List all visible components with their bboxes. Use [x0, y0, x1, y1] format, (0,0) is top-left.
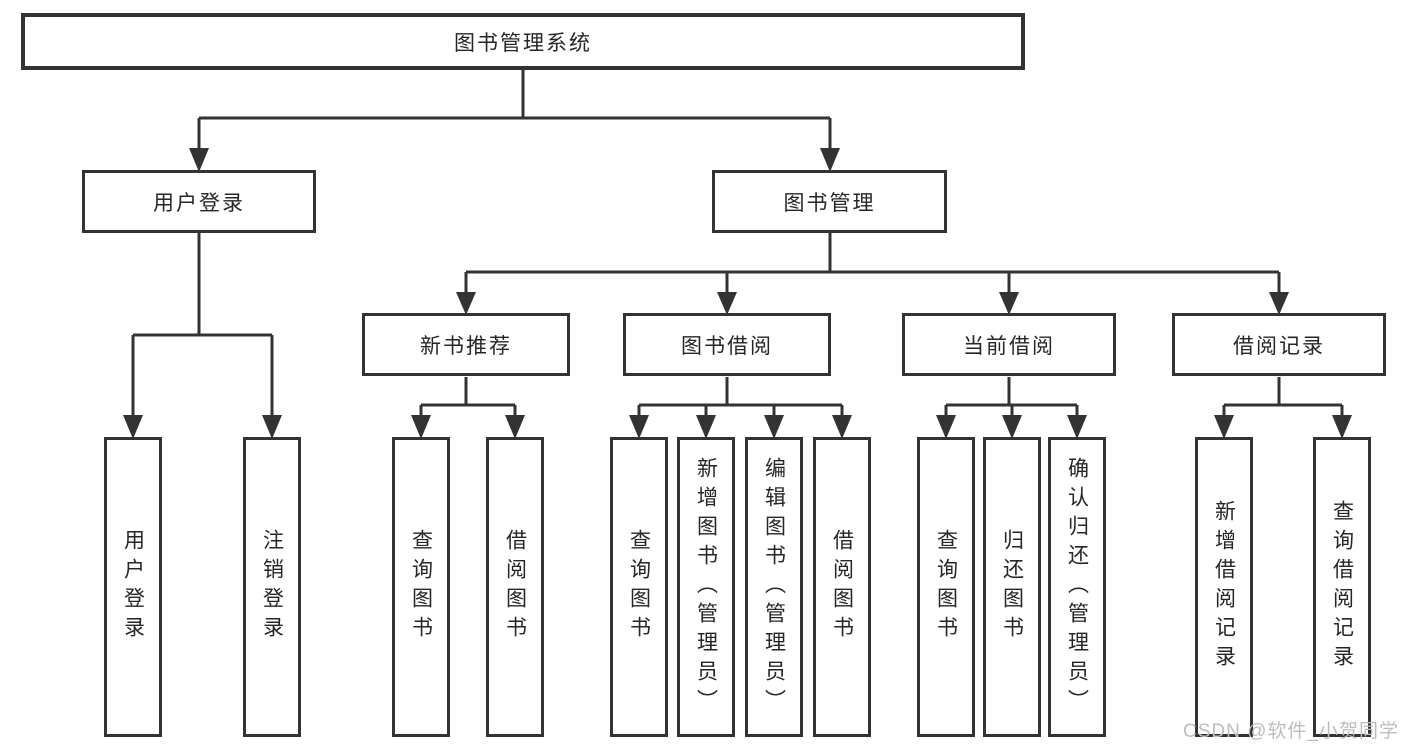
node-book-management: 图书管理 [712, 170, 947, 233]
leaf-add-borrow-record: 新增借阅记录 [1195, 437, 1253, 737]
leaf-query-books-recommend: 查询图书 [392, 437, 450, 737]
node-root-label: 图书管理系统 [454, 31, 592, 55]
node-book-borrowing: 图书借阅 [623, 313, 831, 376]
node-new-book-recommend: 新书推荐 [362, 313, 570, 376]
leaf-query-books-current-label: 查询图书 [934, 529, 958, 645]
leaf-logout-label: 注销登录 [260, 529, 284, 645]
leaf-borrow-books-recommend-label: 借阅图书 [503, 529, 527, 645]
leaf-confirm-return-admin-label: 确认归还（管理员） [1065, 456, 1089, 718]
node-current-borrowing-label: 当前借阅 [963, 334, 1055, 358]
node-user-login: 用户登录 [82, 170, 316, 233]
leaf-edit-books-admin-label: 编辑图书（管理员） [762, 456, 786, 718]
node-book-borrowing-label: 图书借阅 [681, 334, 773, 358]
leaf-query-books-borrowing-label: 查询图书 [627, 529, 651, 645]
leaf-borrow-books-borrowing-label: 借阅图书 [830, 529, 854, 645]
leaf-query-books-current: 查询图书 [917, 437, 975, 737]
leaf-add-borrow-record-label: 新增借阅记录 [1212, 500, 1236, 674]
node-user-login-label: 用户登录 [153, 191, 245, 215]
node-new-book-recommend-label: 新书推荐 [420, 334, 512, 358]
node-book-management-label: 图书管理 [783, 191, 876, 215]
leaf-add-books-admin-label: 新增图书（管理员） [694, 456, 718, 718]
leaf-borrow-books-recommend: 借阅图书 [486, 437, 544, 737]
leaf-user-login: 用户登录 [104, 437, 162, 737]
leaf-query-books-recommend-label: 查询图书 [409, 529, 433, 645]
node-borrowing-records-label: 借阅记录 [1233, 334, 1325, 358]
leaf-query-borrow-record: 查询借阅记录 [1313, 437, 1371, 737]
leaf-query-books-borrowing: 查询图书 [610, 437, 668, 737]
node-borrowing-records: 借阅记录 [1172, 313, 1386, 376]
leaf-return-books: 归还图书 [983, 437, 1041, 737]
leaf-logout: 注销登录 [243, 437, 301, 737]
leaf-borrow-books-borrowing: 借阅图书 [813, 437, 871, 737]
node-root-system: 图书管理系统 [21, 13, 1025, 70]
leaf-add-books-admin: 新增图书（管理员） [677, 437, 735, 737]
leaf-user-login-label: 用户登录 [121, 529, 145, 645]
node-current-borrowing: 当前借阅 [902, 313, 1116, 376]
leaf-confirm-return-admin: 确认归还（管理员） [1048, 437, 1106, 737]
leaf-edit-books-admin: 编辑图书（管理员） [745, 437, 803, 737]
leaf-return-books-label: 归还图书 [1000, 529, 1024, 645]
csdn-watermark: CSDN @软件_小贺同学 [1183, 721, 1399, 742]
leaf-query-borrow-record-label: 查询借阅记录 [1330, 500, 1354, 674]
